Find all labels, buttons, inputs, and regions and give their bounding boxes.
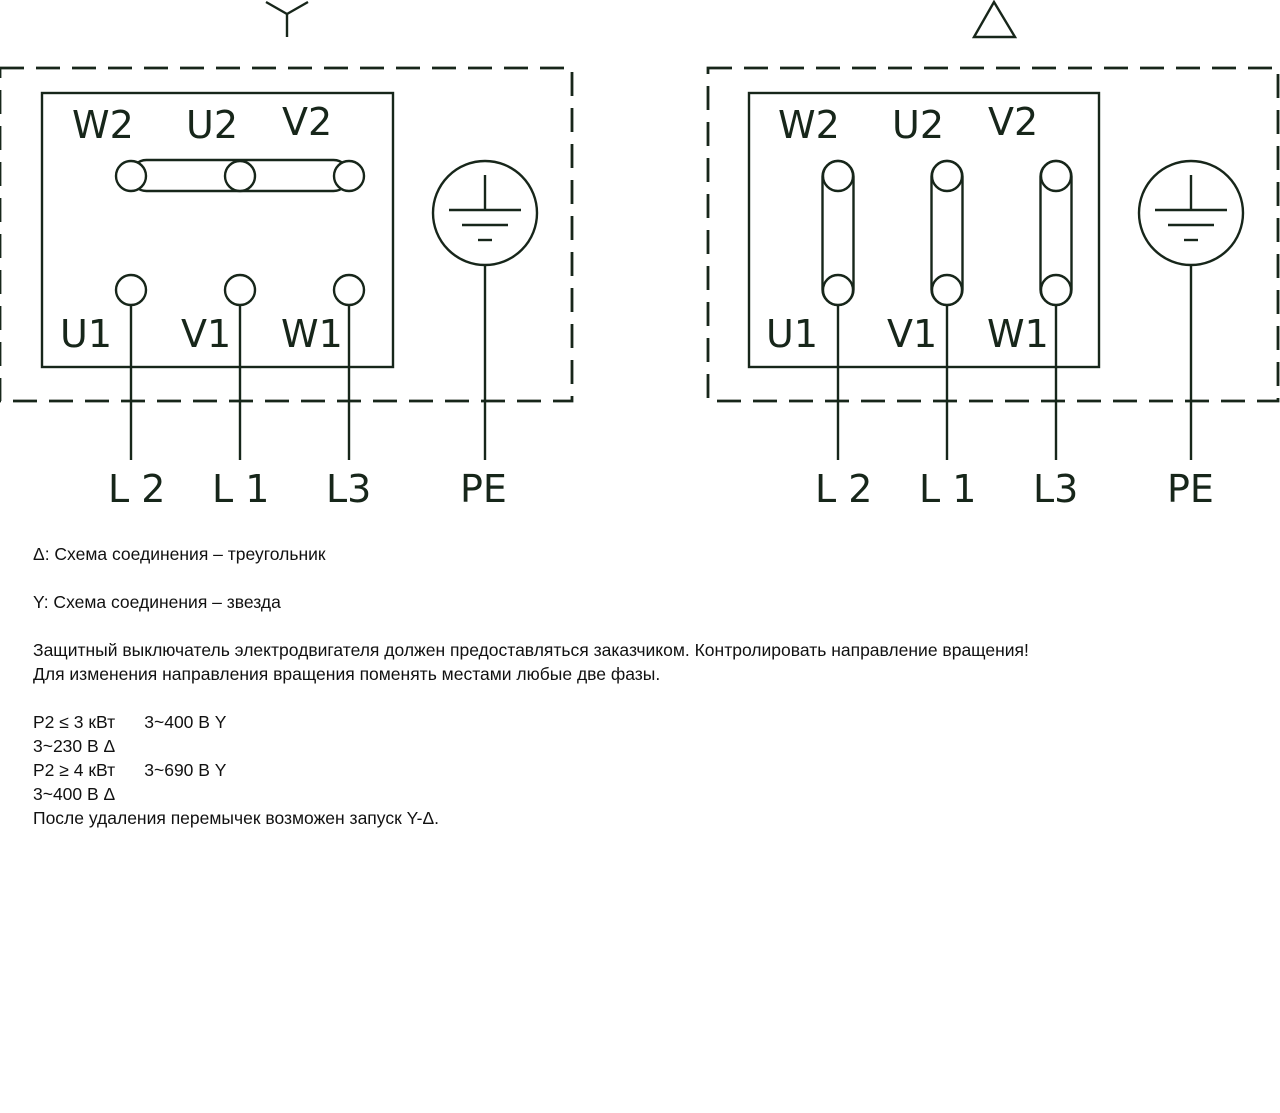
spec-line-4: 3~400 В Δ xyxy=(33,784,116,804)
delta-line-l1: L 1 xyxy=(919,467,976,511)
delta-label-w1: W1 xyxy=(987,312,1049,356)
star-label-w1: W1 xyxy=(281,312,343,356)
delta-label-w2: W2 xyxy=(778,103,840,147)
star-diagram: W2 U2 V2 U1 V1 W1 L 2 L 1 L3 PE xyxy=(0,0,574,511)
star-terminal-w1 xyxy=(332,273,366,307)
spec-line-5: После удаления перемычек возможен запуск… xyxy=(33,808,440,828)
notes: Δ: Схема соединения – треугольник Y: Схе… xyxy=(33,542,1029,830)
star-terminal-box xyxy=(40,91,395,369)
spec-line-3: P2 ≥ 4 кВт 3~690 В Y xyxy=(33,760,227,780)
star-label-v2: V2 xyxy=(282,100,332,144)
delta-terminal-w2 xyxy=(821,159,855,193)
star-line-l2: L 2 xyxy=(108,467,165,511)
spec-line-1: P2 ≤ 3 кВт 3~400 В Y xyxy=(33,712,227,732)
star-label-u1: U1 xyxy=(60,312,112,356)
delta-terminal-u1 xyxy=(821,273,855,307)
delta-line-pe: PE xyxy=(1167,467,1214,511)
star-label-v1: V1 xyxy=(181,312,231,356)
star-legend: Y: Схема соединения – звезда xyxy=(33,592,281,612)
star-label-u2: U2 xyxy=(186,103,238,147)
star-line-l3: L3 xyxy=(326,467,371,511)
delta-diagram: W2 U2 V2 U1 V1 W1 L 2 L 1 L3 PE xyxy=(706,0,1280,511)
star-line-pe: PE xyxy=(460,467,507,511)
delta-motor-housing xyxy=(706,66,1280,403)
star-terminal-u2 xyxy=(223,159,257,193)
delta-line-l2: L 2 xyxy=(815,467,872,511)
delta-terminal-w1 xyxy=(1039,273,1073,307)
star-terminal-v2 xyxy=(332,159,366,193)
delta-line-l3: L3 xyxy=(1033,467,1078,511)
star-terminal-u1 xyxy=(114,273,148,307)
delta-terminal-v1 xyxy=(930,273,964,307)
delta-terminal-box xyxy=(747,91,1101,369)
star-motor-housing xyxy=(0,66,574,403)
star-label-w2: W2 xyxy=(72,103,134,147)
star-line-l1: L 1 xyxy=(212,467,269,511)
delta-label-u1: U1 xyxy=(766,312,818,356)
warning-line-2: Для изменения направления вращения помен… xyxy=(33,664,661,684)
delta-legend: Δ: Схема соединения – треугольник xyxy=(33,544,326,564)
star-terminal-w2 xyxy=(114,159,148,193)
delta-terminal-u2 xyxy=(930,159,964,193)
delta-label-v2: V2 xyxy=(988,100,1038,144)
star-ground-icon xyxy=(431,159,539,267)
star-terminal-v1 xyxy=(223,273,257,307)
delta-label-u2: U2 xyxy=(892,103,944,147)
delta-ground-icon xyxy=(1137,159,1245,267)
delta-terminal-v2 xyxy=(1039,159,1073,193)
delta-symbol-icon xyxy=(971,0,1018,39)
wiring-diagrams: W2 U2 V2 U1 V1 W1 L 2 L 1 L3 PE xyxy=(0,0,1280,511)
spec-line-2: 3~230 В Δ xyxy=(33,736,116,756)
delta-label-v1: V1 xyxy=(887,312,937,356)
warning-line-1: Защитный выключатель электродвигателя до… xyxy=(33,640,1029,660)
star-symbol-icon xyxy=(265,0,309,37)
